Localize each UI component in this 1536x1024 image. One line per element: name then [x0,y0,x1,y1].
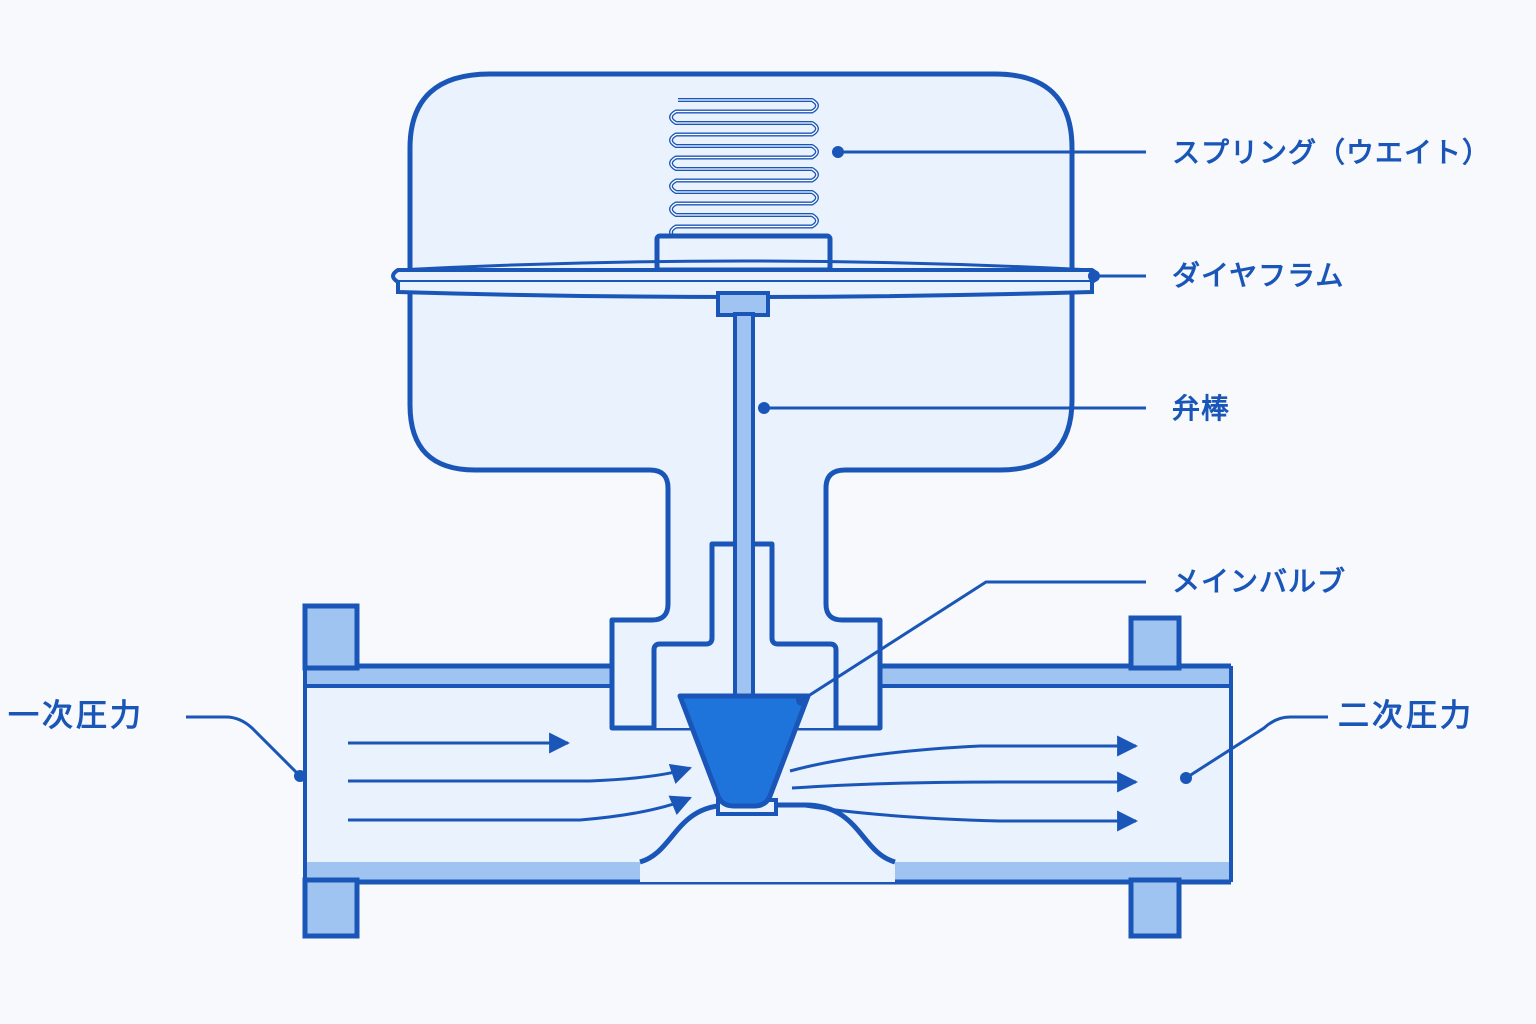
flow-arrow [348,764,692,784]
diaphragm [391,259,1099,299]
label-primary-pressure: 一次圧力 [8,698,144,734]
flange-right-bottom [1128,877,1182,939]
label-stem: 弁棒 [1172,392,1231,425]
flow-arrow [791,771,1139,793]
flange-right-top [1128,615,1182,671]
flow-arrows [348,732,1139,832]
flow-arrow [789,735,1139,773]
label-diaphragm: ダイヤフラム [1172,259,1345,292]
label-main-valve: メインバルブ [1172,565,1347,598]
flow-arrow [791,802,1139,832]
valve-seat [640,805,895,882]
spring [669,98,819,240]
leader-dot-secondary [1180,772,1192,784]
leader-secondary [1185,715,1328,780]
stem-coupling [716,291,770,317]
flange-left-top [302,603,360,671]
valve-stem [733,312,755,700]
leader-dot-spring [832,146,844,158]
leader-primary [186,715,302,778]
leader-main-valve [801,580,1146,702]
leader-dot-main-valve [796,694,808,706]
main-valve-disc [677,693,811,809]
flow-arrow [348,795,692,822]
spring-seat [654,233,833,273]
leader-dot-diaphragm [1088,270,1100,282]
leader-dot-stem [758,402,770,414]
flange-left-bottom [302,877,360,939]
leader-dot-primary [294,770,306,782]
leader-lines [186,146,1328,784]
label-secondary-pressure: 二次圧力 [1338,698,1474,734]
label-spring: スプリング（ウエイト） [1172,136,1492,169]
